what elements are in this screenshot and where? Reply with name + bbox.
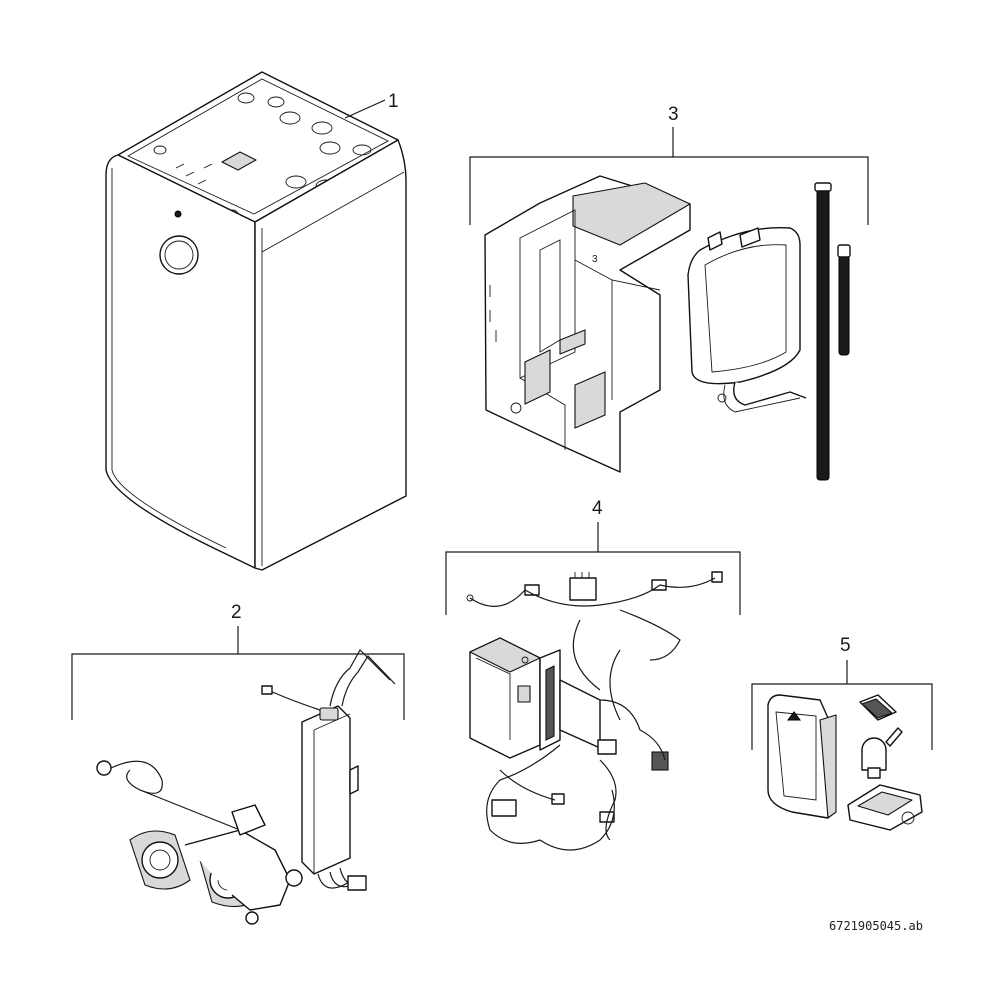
wiring-harness bbox=[466, 577, 716, 851]
callout-2: 2 bbox=[231, 602, 242, 623]
expansion-vessel bbox=[687, 226, 807, 413]
sensor-cable bbox=[96, 760, 241, 831]
electric-heater bbox=[261, 649, 396, 891]
callout-3: 3 bbox=[668, 104, 679, 125]
connection-pipes bbox=[814, 182, 851, 481]
callout-4: 4 bbox=[592, 498, 603, 519]
insulation-block: 3 bbox=[484, 175, 691, 473]
part-2-group: 2 bbox=[71, 602, 405, 925]
condensate-tray bbox=[847, 784, 923, 831]
part-4-group: 4 bbox=[445, 498, 741, 851]
part-5-group: 5 bbox=[751, 635, 933, 831]
display-knob bbox=[159, 210, 199, 275]
part-1-boiler-casing: 1 bbox=[105, 71, 407, 571]
control-box bbox=[469, 637, 601, 759]
callout-5: 5 bbox=[840, 635, 851, 656]
ball-valve bbox=[861, 727, 903, 779]
block-inner-mark: 3 bbox=[592, 254, 598, 265]
filter-cartridge bbox=[859, 694, 897, 721]
circulation-pump bbox=[129, 804, 303, 925]
connector-plugs bbox=[491, 571, 723, 823]
part-3-group: 3 3 bbox=[469, 104, 869, 481]
callout-1: 1 bbox=[388, 91, 399, 112]
document-id: 6721905045.ab bbox=[829, 919, 923, 933]
control-panel-cover bbox=[767, 694, 837, 819]
